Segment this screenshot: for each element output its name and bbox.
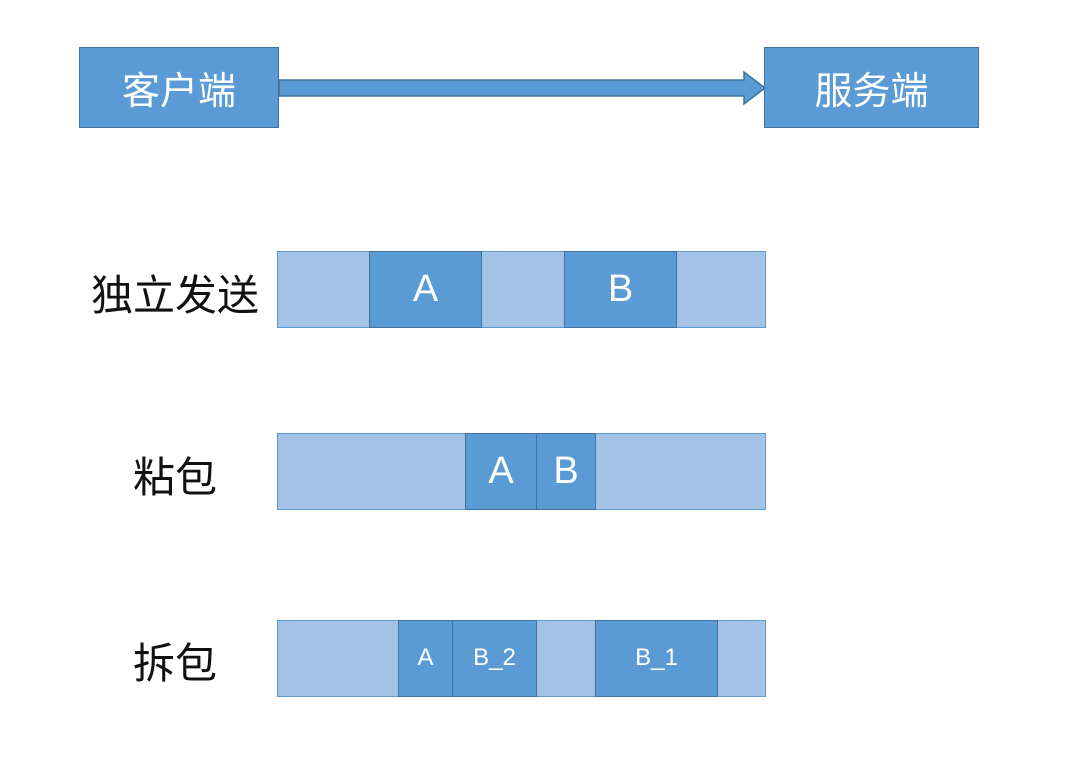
arrow-client-to-server bbox=[279, 70, 767, 106]
row-label-independent: 独立发送 bbox=[90, 271, 259, 320]
stream-independent: A B bbox=[277, 250, 766, 328]
row-label-sticky: 粘包 bbox=[132, 453, 217, 502]
row-label-split: 拆包 bbox=[132, 639, 217, 688]
packet-b: B bbox=[564, 250, 677, 328]
server-node: 服务端 bbox=[764, 47, 979, 128]
packet-b: B bbox=[536, 432, 596, 510]
stream-split: A B_2 B_1 bbox=[277, 619, 766, 697]
client-node: 客户端 bbox=[79, 47, 279, 128]
packet-a: A bbox=[465, 432, 537, 510]
packet-b-1: B_1 bbox=[595, 619, 718, 697]
packet-a: A bbox=[369, 250, 482, 328]
packet-a: A bbox=[398, 619, 453, 697]
stream-sticky: A B bbox=[277, 432, 766, 510]
packet-b-2: B_2 bbox=[452, 619, 537, 697]
